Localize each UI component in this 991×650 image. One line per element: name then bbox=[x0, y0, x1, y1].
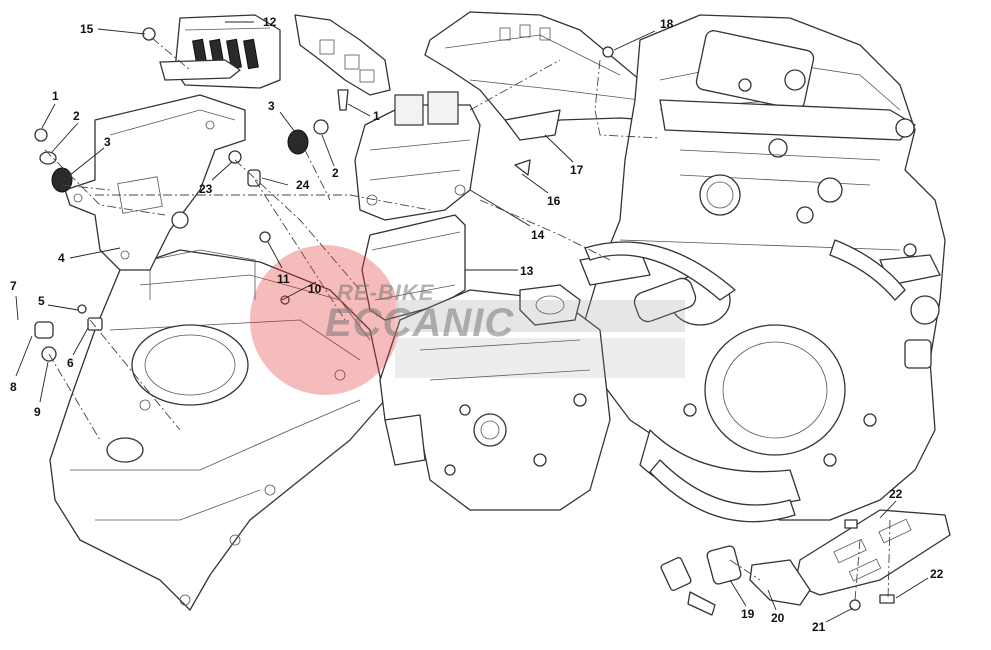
callout-4: 4 bbox=[58, 251, 65, 265]
callout-22-top: 22 bbox=[889, 487, 903, 501]
side-cover-panel bbox=[49, 249, 386, 611]
temperature-sensor bbox=[660, 545, 742, 616]
callout-18: 18 bbox=[660, 17, 674, 31]
watermark-logo bbox=[250, 245, 685, 395]
callout-24: 24 bbox=[296, 178, 310, 192]
callout-3-left: 3 bbox=[104, 135, 111, 149]
fasteners bbox=[34, 27, 895, 611]
callout-10: 10 bbox=[308, 282, 322, 296]
callout-21: 21 bbox=[812, 620, 826, 634]
mounting-bracket bbox=[64, 94, 246, 271]
sensor-bracket-plate bbox=[794, 509, 951, 596]
callout-15: 15 bbox=[80, 22, 94, 36]
engine-block bbox=[579, 14, 946, 521]
callout-16: 16 bbox=[547, 194, 561, 208]
callout-2-left: 2 bbox=[73, 109, 80, 123]
callout-12: 12 bbox=[263, 15, 277, 29]
callout-23: 23 bbox=[199, 182, 213, 196]
callout-1-right: 1 bbox=[373, 109, 380, 123]
callout-11: 11 bbox=[277, 272, 290, 286]
leader-lines bbox=[15, 21, 929, 623]
callout-6: 6 bbox=[67, 356, 74, 370]
callout-3-right: 3 bbox=[268, 99, 275, 113]
callout-19: 19 bbox=[741, 607, 755, 621]
watermark-line-2: ECCANIC bbox=[325, 301, 515, 345]
callout-7: 7 bbox=[10, 279, 17, 293]
coolant-hoses bbox=[584, 239, 906, 523]
callout-14: 14 bbox=[531, 228, 545, 242]
cable-bracket bbox=[749, 559, 811, 606]
assembly-lines bbox=[44, 37, 891, 601]
callout-8: 8 bbox=[10, 380, 17, 394]
cylinder-head-assembly bbox=[379, 284, 611, 511]
callout-13: 13 bbox=[520, 264, 534, 278]
callout-2-right: 2 bbox=[332, 166, 339, 180]
callout-5: 5 bbox=[38, 294, 45, 308]
watermark-line-1: RE-BIKE bbox=[337, 280, 435, 305]
callout-1-left: 1 bbox=[52, 89, 59, 103]
watermark-text: RE-BIKE ECCANIC bbox=[325, 278, 515, 345]
callout-9: 9 bbox=[34, 405, 41, 419]
ecu-unit bbox=[354, 91, 481, 221]
rubber-plate bbox=[159, 59, 241, 81]
callout-20: 20 bbox=[771, 611, 785, 625]
callout-22-bottom: 22 bbox=[930, 567, 944, 581]
connector-block bbox=[294, 14, 391, 96]
callout-17: 17 bbox=[570, 163, 584, 177]
